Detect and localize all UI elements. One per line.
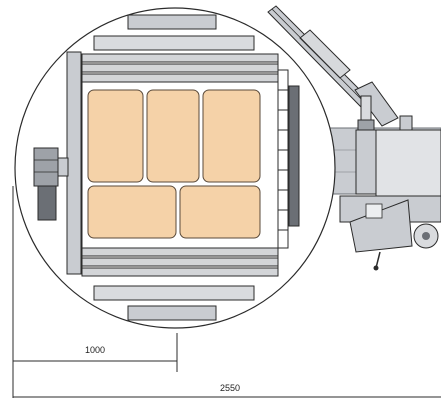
- gripper-plate: [288, 85, 300, 227]
- carton: [179, 185, 261, 239]
- arm-joint: [354, 81, 399, 127]
- top-frame: [93, 35, 255, 51]
- turntable: [14, 7, 336, 329]
- motor-icon: [33, 147, 69, 221]
- dimension-lines: [12, 186, 441, 398]
- arm-assembly: [267, 5, 441, 271]
- left-side-bar: [66, 51, 82, 275]
- bottom-rail: [127, 305, 217, 321]
- carton: [87, 185, 177, 239]
- carton: [87, 89, 144, 183]
- cartons: [87, 89, 261, 239]
- pallet-slats: [81, 53, 279, 277]
- carton: [202, 89, 261, 183]
- bottom-frame: [93, 285, 255, 301]
- dimension-label-inner: 1000: [85, 345, 105, 355]
- end-block: [375, 129, 441, 197]
- dimension-label-overall: 2550: [220, 383, 240, 393]
- gripper-wedge: [349, 199, 413, 253]
- top-rail: [127, 14, 217, 30]
- carton: [146, 89, 200, 183]
- roller-conveyor: [277, 69, 289, 249]
